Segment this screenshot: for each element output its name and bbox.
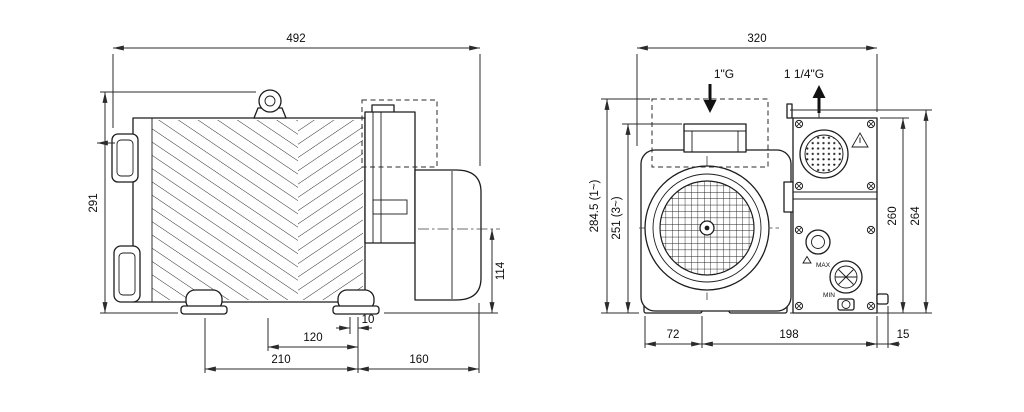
dim-label: 120 <box>303 332 322 344</box>
motor-adapter <box>364 111 416 244</box>
oil-min-label: MIN <box>823 292 835 299</box>
dim-overall-height: 264 <box>790 109 932 313</box>
bolt-icon <box>866 301 876 311</box>
side-view-pump <box>97 89 500 315</box>
bolt-icon <box>794 181 804 191</box>
lifting-eye-hole <box>264 95 276 107</box>
exhaust-grille <box>804 134 844 174</box>
dim-foot-offset: 10 <box>336 314 374 334</box>
adapter-bracket <box>372 199 408 215</box>
bracket-pin <box>786 103 793 119</box>
side-view-dimensions: 492 291 114 10 <box>88 33 507 373</box>
dim-separator-height: 260 <box>790 117 932 314</box>
outlet-arrow-icon <box>812 85 826 98</box>
terminal-box <box>111 133 139 183</box>
dim-width: 320 <box>636 33 878 146</box>
dim-label: 72 <box>667 329 680 341</box>
terminal-box-cover <box>116 139 134 177</box>
drain-extension <box>876 293 889 305</box>
oil-drain-plug <box>837 298 855 311</box>
bolt-icon <box>794 225 804 235</box>
dim-foot-length: 210 <box>204 318 359 373</box>
dim-label: 260 <box>887 206 899 225</box>
bolt-icon <box>794 301 804 311</box>
dim-label: 251 (3~) <box>611 196 623 239</box>
motor <box>414 169 482 301</box>
dim-overall-width: 492 <box>112 33 481 166</box>
side-cover <box>113 245 141 303</box>
front-view: MAX MIN 1"G 1 1/4"G 320 <box>589 33 932 348</box>
dim-label: 492 <box>286 33 305 45</box>
oil-max-label: MAX <box>816 262 831 269</box>
dim-label: 210 <box>271 354 290 366</box>
oil-max-marker-icon <box>802 255 812 264</box>
accessory-outline <box>361 99 438 168</box>
dim-label: 160 <box>409 354 428 366</box>
bolt-icon <box>866 225 876 235</box>
front-view-ports: 1"G 1 1/4"G <box>703 67 826 120</box>
front-view-dimensions: 320 284.5 (1~) 251 (3~) 260 <box>589 33 932 348</box>
dim-drain-overhang: 15 <box>866 306 909 348</box>
foot-pad-front <box>180 305 228 315</box>
cooling-ribs-left <box>152 120 298 300</box>
dim-label: 15 <box>897 329 910 341</box>
lifting-eye-icon <box>258 89 282 113</box>
front-view-pump: MAX MIN <box>639 98 889 314</box>
dim-label: 10 <box>362 314 375 326</box>
dim-height-1ph: 284.5 (1~) <box>589 98 650 314</box>
dim-foot-width: 72 <box>644 316 703 348</box>
dim-label: 320 <box>747 33 766 45</box>
fan-hub-center <box>704 225 710 231</box>
oil-fill-plug <box>805 229 831 255</box>
bolt-icon <box>866 181 876 191</box>
dim-foot-spacing: 120 <box>267 318 358 351</box>
dim-label: 291 <box>88 193 100 212</box>
dim-motor-overhang: 160 <box>358 303 480 373</box>
foot-pad-rear <box>332 305 380 315</box>
inlet-flange <box>683 123 747 153</box>
dim-label: 264 <box>910 206 922 226</box>
dim-height-3ph: 251 (3~) <box>611 123 682 313</box>
inlet-port-label: 1"G <box>714 67 734 81</box>
fan-cover-ring <box>652 173 762 283</box>
cooling-ribs-right <box>298 120 363 300</box>
bolt-icon <box>794 119 804 129</box>
inlet-option-outline <box>651 98 769 168</box>
outlet-port-label: 1 1/4"G <box>784 67 824 81</box>
side-view: 492 291 114 10 <box>88 33 507 373</box>
inlet-arrow-icon <box>703 100 717 113</box>
side-cover-inner <box>118 252 136 296</box>
dim-foot-to-drain: 198 <box>702 316 878 348</box>
dim-overall-height: 291 <box>88 91 256 314</box>
warning-triangle-icon <box>851 132 869 148</box>
dim-label: 284.5 (1~) <box>589 179 601 232</box>
bolt-icon <box>866 119 876 129</box>
dim-label: 114 <box>495 261 507 280</box>
dim-label: 198 <box>779 329 798 341</box>
lifting-eye-base <box>253 107 287 119</box>
